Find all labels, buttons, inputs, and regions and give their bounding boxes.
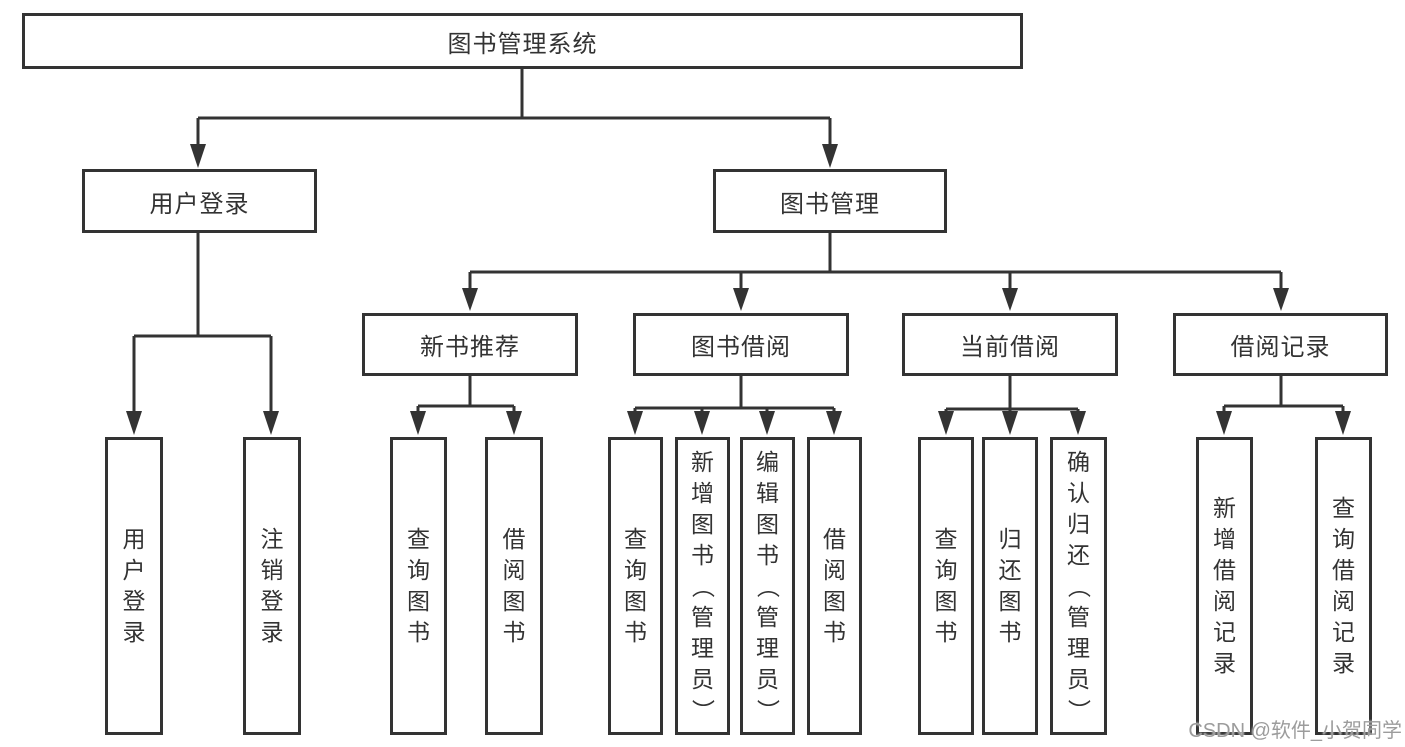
leaf-query-books-borrowing-label: 查询图书 [624, 526, 647, 645]
leaf-user-login: 用户登录 [105, 437, 163, 735]
leaf-logout-label: 注销登录 [260, 526, 284, 645]
leaf-add-borrow-record-label: 新增借阅记录 [1213, 495, 1236, 676]
leaf-query-books-borrowing: 查询图书 [608, 437, 663, 735]
leaf-add-borrow-record: 新增借阅记录 [1196, 437, 1253, 735]
leaf-return-books: 归还图书 [982, 437, 1038, 735]
leaf-edit-book-admin: 编辑图书（管理员） [740, 437, 795, 735]
node-book-management-label: 图书管理 [780, 190, 880, 218]
leaf-borrow-books-recommend: 借阅图书 [485, 437, 543, 735]
node-borrowing-records: 借阅记录 [1173, 313, 1388, 376]
node-user-login: 用户登录 [82, 169, 317, 233]
leaf-edit-book-admin-label: 编辑图书（管理员） [755, 448, 781, 722]
leaf-borrow-books-recommend-label: 借阅图书 [502, 526, 526, 645]
leaf-borrow-books-label: 借阅图书 [823, 526, 846, 645]
leaf-query-books-current: 查询图书 [918, 437, 974, 735]
leaf-add-book-admin-label: 新增图书（管理员） [690, 448, 716, 722]
node-new-book-recommend-label: 新书推荐 [420, 334, 520, 361]
leaf-add-book-admin: 新增图书（管理员） [675, 437, 730, 735]
node-book-borrowing: 图书借阅 [633, 313, 849, 376]
leaf-query-books-recommend: 查询图书 [390, 437, 447, 735]
node-new-book-recommend: 新书推荐 [362, 313, 578, 376]
leaf-confirm-return-admin: 确认归还（管理员） [1050, 437, 1107, 735]
node-book-borrowing-label: 图书借阅 [691, 334, 791, 361]
leaf-return-books-label: 归还图书 [998, 526, 1022, 645]
leaf-confirm-return-admin-label: 确认归还（管理员） [1066, 448, 1092, 722]
watermark: CSDN @软件_小贺同学 [1188, 720, 1402, 742]
leaf-logout: 注销登录 [243, 437, 301, 735]
node-book-management: 图书管理 [713, 169, 947, 233]
node-user-login-label: 用户登录 [149, 190, 250, 218]
leaf-query-borrow-record-label: 查询借阅记录 [1332, 495, 1355, 676]
leaf-user-login-label: 用户登录 [122, 526, 146, 645]
node-current-borrowing-label: 当前借阅 [960, 334, 1060, 361]
leaf-borrow-books: 借阅图书 [807, 437, 862, 735]
node-library-system: 图书管理系统 [22, 13, 1023, 69]
node-current-borrowing: 当前借阅 [902, 313, 1118, 376]
leaf-query-books-current-label: 查询图书 [934, 526, 958, 645]
leaf-query-books-recommend-label: 查询图书 [407, 526, 430, 645]
leaf-query-borrow-record: 查询借阅记录 [1315, 437, 1372, 735]
node-library-system-label: 图书管理系统 [447, 30, 598, 58]
node-borrowing-records-label: 借阅记录 [1230, 334, 1331, 361]
